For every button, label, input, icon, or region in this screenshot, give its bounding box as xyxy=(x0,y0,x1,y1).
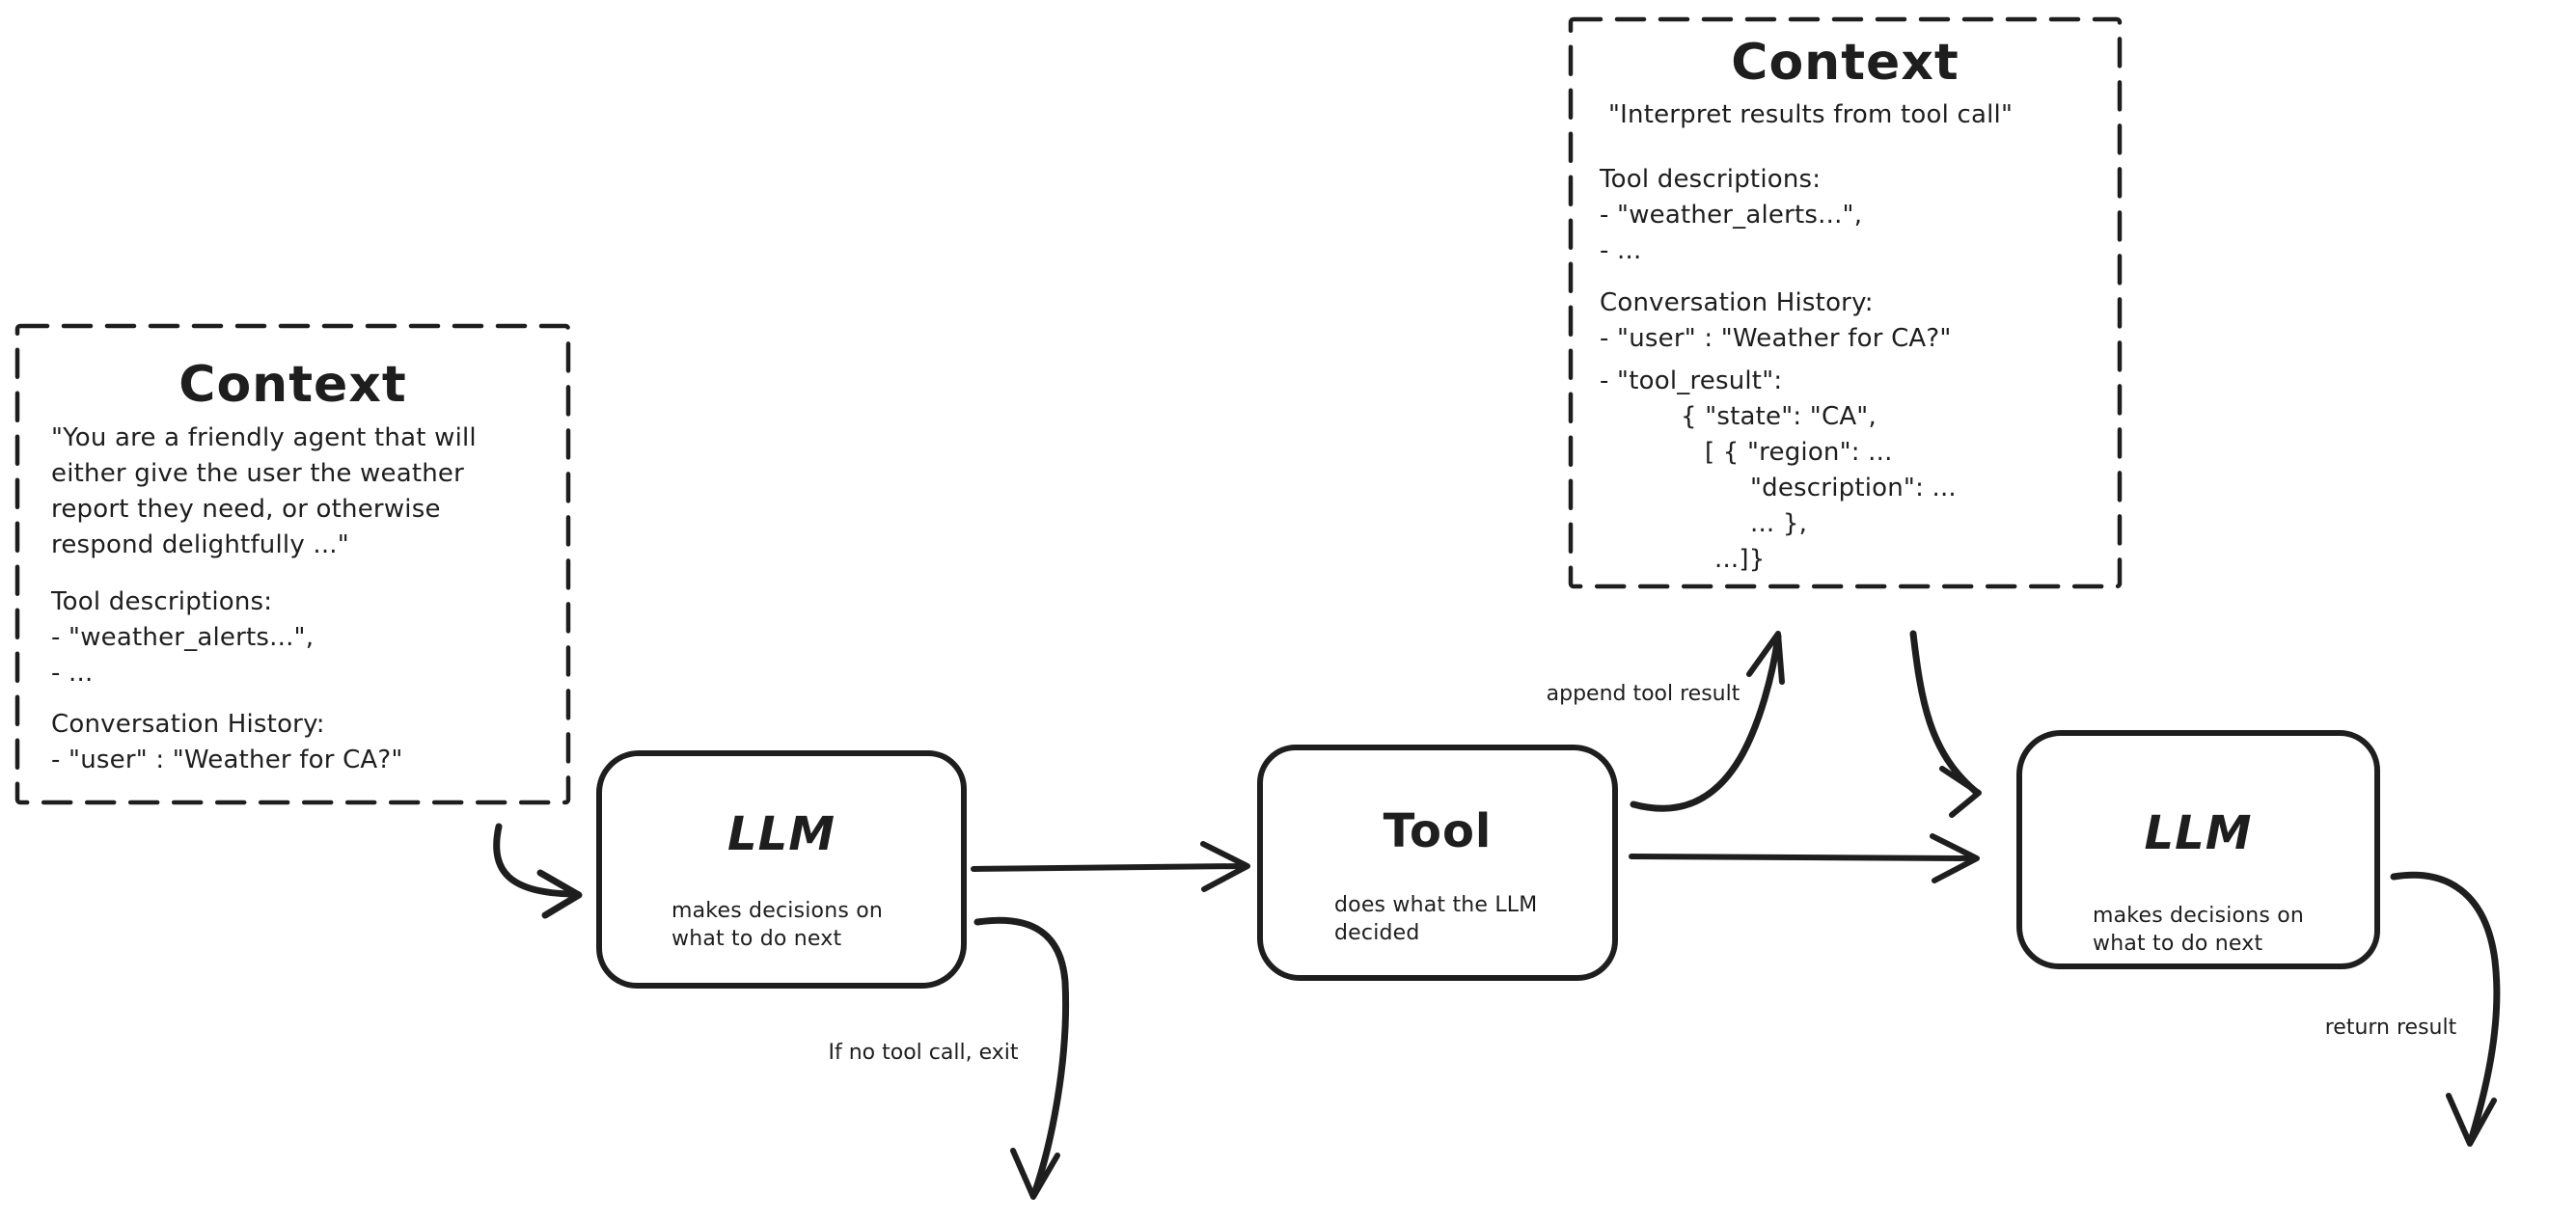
node-llm-2-title: LLM xyxy=(2144,806,2253,860)
conversation-history-item: - "user" : "Weather for CA?" xyxy=(51,746,403,774)
node-tool-title: Tool xyxy=(1383,804,1493,858)
node-subtitle-line: makes decisions on xyxy=(671,899,884,923)
node-tool-subtitle: does what the LLM decided xyxy=(1334,891,1537,947)
tool-result-line: "description": ... xyxy=(1750,474,1957,502)
tool-result-line: ... }, xyxy=(1750,509,1808,538)
tool-descriptions-item: - "weather_alerts...", xyxy=(1600,201,1863,230)
system-prompt-line: either give the user the weather xyxy=(51,459,465,488)
tool-result-line: ...]} xyxy=(1714,545,1766,574)
context-left-border xyxy=(14,323,571,805)
conversation-history-heading: Conversation History: xyxy=(1600,288,1874,317)
node-tool: Tool does what the LLM decided xyxy=(1257,745,1618,981)
conversation-history-item: - "tool_result": xyxy=(1600,366,1783,395)
context-top-body: "Interpret results from tool call" Tool … xyxy=(1600,97,2013,578)
context-top-title: Context xyxy=(1731,34,1959,92)
node-llm-1-title: LLM xyxy=(727,807,836,861)
tool-descriptions-item: - ... xyxy=(1600,236,1642,265)
tool-descriptions-heading: Tool descriptions: xyxy=(51,587,273,616)
system-prompt-line: "You are a friendly agent that will xyxy=(51,423,477,452)
node-subtitle-line: decided xyxy=(1334,921,1420,945)
node-subtitle-line: makes decisions on xyxy=(2093,904,2305,928)
edge-label-return-result: return result xyxy=(2324,1016,2457,1040)
arrow-tool-to-llm2-icon xyxy=(1629,833,1980,883)
arrow-context-left-to-llm1-icon xyxy=(493,823,583,919)
system-prompt-line: report they need, or otherwise xyxy=(51,495,441,524)
tool-result-line: [ { "region": ... xyxy=(1705,438,1893,467)
edge-label-if-no-tool-call-exit: If no tool call, exit xyxy=(828,1041,1019,1065)
node-llm-1-subtitle: makes decisions on what to do next xyxy=(671,897,883,953)
context-left-body: "You are a friendly agent that will eith… xyxy=(51,421,477,778)
node-subtitle-line: does what the LLM xyxy=(1334,893,1538,917)
conversation-history-item: - "user" : "Weather for CA?" xyxy=(1600,324,1952,353)
arrow-tool-to-context-top-icon xyxy=(1630,631,1785,812)
context-left-box: Context "You are a friendly agent that w… xyxy=(17,326,568,802)
arrow-llm2-return-icon xyxy=(2390,871,2501,1147)
node-subtitle-line: what to do next xyxy=(2093,932,2263,956)
node-llm-1: LLM makes decisions on what to do next xyxy=(596,750,967,989)
context-top-box: Context "Interpret results from tool cal… xyxy=(1571,19,2120,586)
context-left-title: Context xyxy=(178,356,407,414)
arrow-context-top-to-llm2-icon xyxy=(1909,630,1982,818)
tool-result-line: { "state": "CA", xyxy=(1681,402,1877,431)
context-top-instruction: "Interpret results from tool call" xyxy=(1608,100,2014,129)
tool-descriptions-heading: Tool descriptions: xyxy=(1600,165,1822,194)
node-llm-2-subtitle: makes decisions on what to do next xyxy=(2093,902,2304,958)
conversation-history-heading: Conversation History: xyxy=(51,710,325,739)
arrow-llm1-to-tool-icon xyxy=(971,841,1250,892)
node-subtitle-line: what to do next xyxy=(671,927,842,951)
context-top-border xyxy=(1568,16,2123,589)
tool-descriptions-item: - ... xyxy=(51,659,94,688)
system-prompt-line: respond delightfully ..." xyxy=(51,530,349,559)
edge-label-append-tool-result: append tool result xyxy=(1546,682,1740,706)
node-llm-2: LLM makes decisions on what to do next xyxy=(2016,730,2380,969)
arrow-llm1-exit-icon xyxy=(973,916,1070,1200)
tool-descriptions-item: - "weather_alerts...", xyxy=(51,623,315,652)
